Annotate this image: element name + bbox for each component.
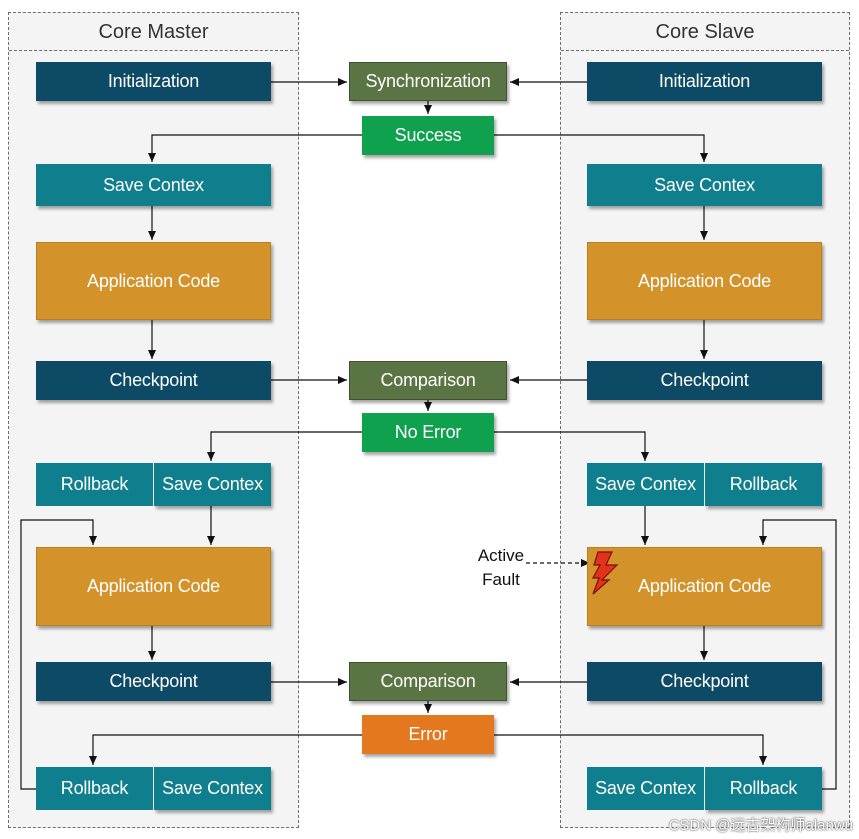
comparison-node-2: Comparison (349, 662, 507, 701)
slave-rollback-1: Rollback (705, 463, 822, 506)
slave-save-contex: Save Contex (587, 164, 822, 206)
success-node: Success (362, 116, 494, 155)
slave-application-code-2: Application Code (587, 547, 822, 626)
core-slave-title: Core Slave (561, 13, 849, 51)
comparison-node-1: Comparison (349, 361, 507, 400)
slave-application-code: Application Code (587, 242, 822, 320)
slave-save-contex-3: Save Contex (587, 767, 704, 810)
slave-initialization: Initialization (587, 62, 822, 101)
master-application-code-2: Application Code (36, 547, 271, 626)
master-rollback-1: Rollback (36, 463, 153, 506)
master-save-contex-2: Save Contex (154, 463, 271, 506)
master-initialization: Initialization (36, 62, 271, 101)
no-error-node: No Error (362, 413, 494, 452)
master-save-contex-3: Save Contex (154, 767, 271, 810)
active-fault-label: Active Fault (470, 544, 532, 592)
active-fault-line1: Active (477, 546, 525, 565)
master-checkpoint-2: Checkpoint (36, 662, 271, 701)
master-application-code: Application Code (36, 242, 271, 320)
slave-checkpoint: Checkpoint (587, 361, 822, 400)
master-checkpoint: Checkpoint (36, 361, 271, 400)
master-rollback-2: Rollback (36, 767, 153, 810)
slave-save-contex-2: Save Contex (587, 463, 704, 506)
master-save-contex: Save Contex (36, 164, 271, 206)
watermark: CSDN @远古架构师alanwu (668, 817, 853, 834)
slave-checkpoint-2: Checkpoint (587, 662, 822, 701)
active-fault-line2: Fault (482, 570, 520, 589)
slave-rollback-2: Rollback (705, 767, 822, 810)
core-master-title: Core Master (9, 13, 298, 51)
synchronization-node: Synchronization (349, 62, 507, 101)
lightning-icon (591, 551, 619, 595)
error-node: Error (362, 715, 494, 754)
